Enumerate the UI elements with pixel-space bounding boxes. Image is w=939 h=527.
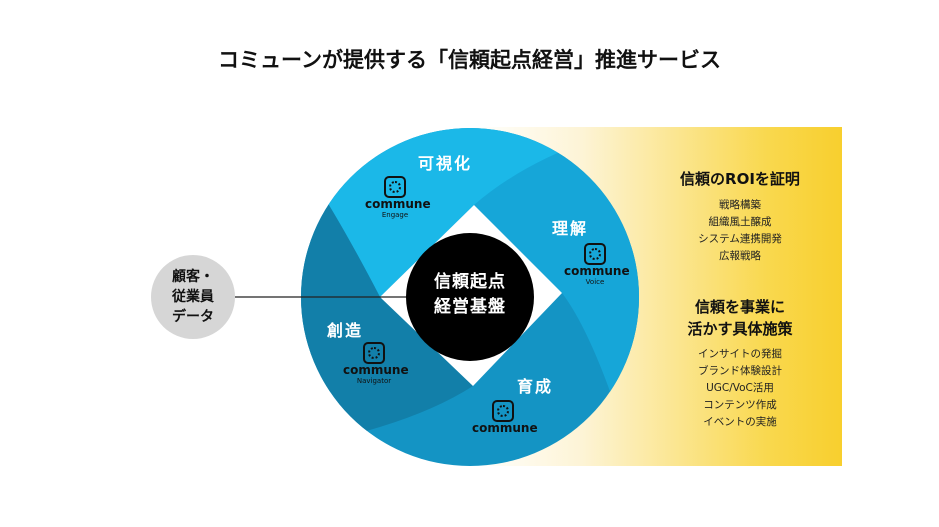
segment-label-visualize: 可視化 [417,154,472,173]
logo-name: commune [365,197,431,211]
data-source-line: 顧客・ [172,269,214,285]
logo-sub: Engage [381,211,409,219]
roi-item: 組織風土醸成 [708,216,772,228]
data-source-circle: 顧客・ 従業員 データ [151,255,235,339]
segment-label-create: 創造 [326,321,363,340]
apply-section: 信頼を事業に 活かす具体施策 インサイトの発掘 ブランド体験設計 UGC/VoC… [650,296,830,431]
logo-name: commune [343,363,409,377]
roi-item: 戦略構築 [719,199,761,211]
segment-label-understand: 理解 [551,219,588,238]
apply-item: コンテンツ作成 [703,399,777,411]
commune-logo-icon [384,176,406,198]
logo-sub: Navigator [356,377,392,385]
commune-logo-icon [584,243,606,265]
apply-item: インサイトの発掘 [698,348,782,360]
apply-heading: 活かす具体施策 [687,320,793,338]
logo-sub: Voice [585,278,605,286]
roi-heading: 信頼のROIを証明 [680,170,800,188]
page-title: コミューンが提供する「信頼起点経営」推進サービス [218,48,721,72]
roi-item: システム連携開発 [698,233,782,245]
logo-voice: commune Voice [564,243,630,287]
core-line: 信頼起点 [434,272,506,292]
logo-name: commune [472,421,538,435]
apply-heading: 信頼を事業に [694,298,785,316]
logo-commune: commune [472,400,538,435]
segment-left-shape [301,175,473,460]
apply-item: ブランド体験設計 [698,365,782,377]
core-label: 信頼起点 経営基盤 [420,270,520,320]
apply-item: イベントの実施 [703,416,777,428]
segment-label-nurture: 育成 [516,377,553,396]
core-line: 経営基盤 [434,297,506,317]
apply-item: UGC/VoC活用 [706,382,774,394]
logo-engage: commune Engage [365,176,431,220]
roi-section: 信頼のROIを証明 戦略構築 組織風土醸成 システム連携開発 広報戦略 [650,168,830,265]
core-circle [406,233,534,361]
roi-item: 広報戦略 [719,250,761,262]
data-source-line: データ [172,309,214,325]
logo-name: commune [564,264,630,278]
commune-logo-icon [492,400,514,422]
commune-logo-icon [363,342,385,364]
logo-navigator: commune Navigator [343,342,409,386]
data-source-line: 従業員 [172,289,214,305]
